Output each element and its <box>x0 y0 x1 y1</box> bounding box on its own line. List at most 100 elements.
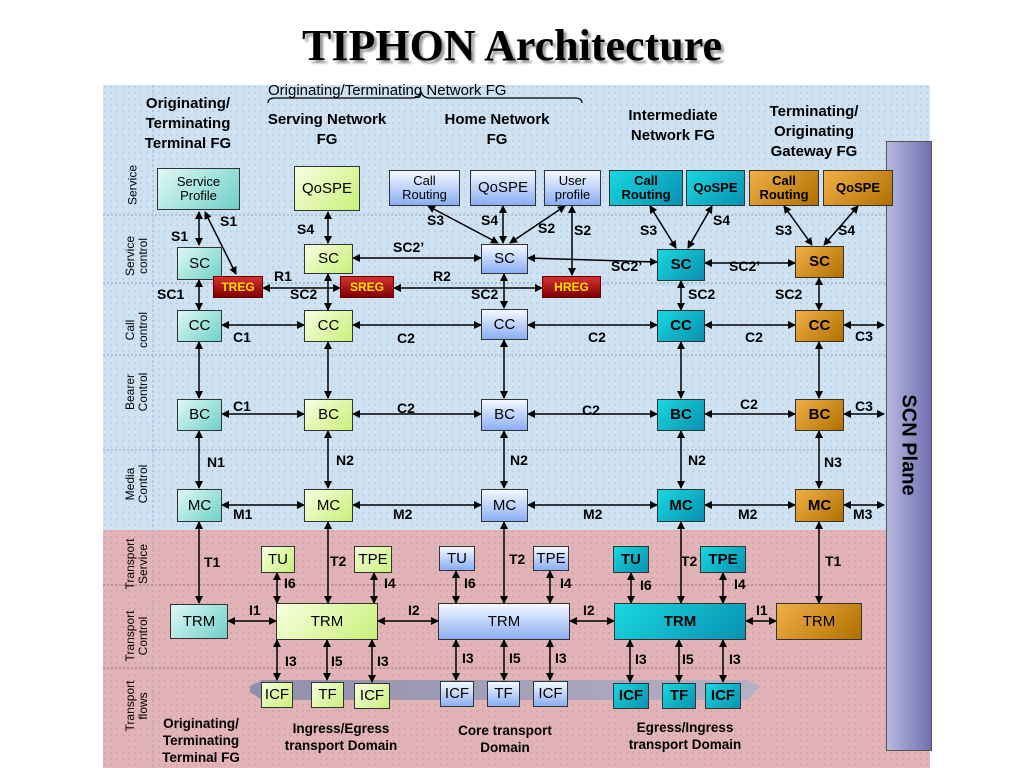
tpe-serving-box[interactable]: TPE <box>354 546 392 573</box>
side-label-transport-service: Transport Service <box>123 538 150 590</box>
icf-intermediate-ingress-box[interactable]: ICF <box>613 683 649 709</box>
ref-s2-home-b: S2 <box>574 222 592 238</box>
ref-i2-b: I2 <box>583 602 595 618</box>
cc-gateway-box[interactable]: CC <box>795 310 844 342</box>
qospe-home-box[interactable]: QoSPE <box>470 170 536 206</box>
cc-terminal-box[interactable]: CC <box>177 310 222 342</box>
ref-m3: M3 <box>853 506 873 522</box>
bc-home-box[interactable]: BC <box>481 399 528 431</box>
scn-plane <box>886 141 932 751</box>
ref-sc2-gateway: SC2 <box>775 286 803 302</box>
ref-n3: N3 <box>824 454 842 470</box>
ref-i1-a: I1 <box>249 602 261 618</box>
mc-terminal-box[interactable]: MC <box>177 489 222 522</box>
header-home: Home Network FG <box>444 111 550 148</box>
trm-serving-box[interactable]: TRM <box>276 603 378 640</box>
sreg-box[interactable]: SREG <box>340 276 394 298</box>
mc-serving-box[interactable]: MC <box>304 489 353 522</box>
sc-terminal-box[interactable]: SC <box>177 247 222 280</box>
ref-c1-cc: C1 <box>233 329 251 345</box>
bc-intermediate-box[interactable]: BC <box>657 399 705 431</box>
treg-box[interactable]: TREG <box>213 276 263 298</box>
qospe-serving-box[interactable]: QoSPE <box>294 166 360 211</box>
tpe-intermediate-box[interactable]: TPE <box>700 546 746 573</box>
side-label-call-control-wrap: Call control <box>123 300 151 360</box>
cc-serving-box[interactable]: CC <box>304 310 353 342</box>
hreg-box[interactable]: HREG <box>542 276 601 298</box>
ref-c2-cc-b: C2 <box>588 329 606 345</box>
qospe-intermediate-box[interactable]: QoSPE <box>686 170 745 206</box>
ref-i3-home-a: I3 <box>462 650 474 666</box>
trm-gateway-box[interactable]: TRM <box>776 603 862 640</box>
tpe-home-box[interactable]: TPE <box>533 546 569 571</box>
cc-home-box[interactable]: CC <box>481 309 528 340</box>
mc-home-box[interactable]: MC <box>481 489 528 522</box>
transport-plane <box>103 530 930 768</box>
ref-i3-serving-a: I3 <box>285 653 297 669</box>
mc-gateway-box[interactable]: MC <box>795 489 844 522</box>
trm-intermediate-box[interactable]: TRM <box>614 603 746 640</box>
tf-intermediate-box[interactable]: TF <box>662 683 696 709</box>
ref-t1-terminal: T1 <box>204 554 221 570</box>
icf-serving-ingress-box[interactable]: ICF <box>261 682 293 708</box>
ref-n2-serving: N2 <box>336 452 354 468</box>
sc-intermediate-box[interactable]: SC <box>657 249 705 281</box>
ref-c3-cc: C3 <box>855 328 873 344</box>
ref-i4-intermediate: I4 <box>734 576 746 592</box>
ref-s4-serving: S4 <box>297 221 315 237</box>
call-routing-home-box[interactable]: Call Routing <box>389 170 460 206</box>
ref-s1-a: S1 <box>220 213 238 229</box>
qospe-gateway-box[interactable]: QoSPE <box>823 170 893 206</box>
trm-terminal-box[interactable]: TRM <box>170 604 228 639</box>
ref-t1-gateway: T1 <box>825 553 842 569</box>
ref-sc2p-serving-home: SC2’ <box>393 239 425 255</box>
call-routing-intermediate-box[interactable]: Call Routing <box>609 170 683 206</box>
ref-r1: R1 <box>274 268 292 284</box>
icf-home-egress-box[interactable]: ICF <box>533 681 568 707</box>
ref-n1: N1 <box>207 454 225 470</box>
icf-serving-egress-box[interactable]: ICF <box>354 683 390 709</box>
trm-home-box[interactable]: TRM <box>438 603 570 640</box>
sc-serving-box[interactable]: SC <box>304 244 353 274</box>
side-label-service: Service <box>125 164 140 206</box>
ref-n2-home: N2 <box>510 452 528 468</box>
tu-intermediate-box[interactable]: TU <box>613 546 649 573</box>
ref-i6-intermediate: I6 <box>640 577 652 593</box>
side-label-media-control-wrap: Media Control <box>123 454 151 514</box>
ref-s4-gateway: S4 <box>838 222 856 238</box>
tu-serving-box[interactable]: TU <box>261 546 295 573</box>
tu-home-box[interactable]: TU <box>439 546 475 571</box>
side-label-bearer-control-wrap: Bearer Control <box>123 362 151 422</box>
ref-m2-a: M2 <box>393 506 413 522</box>
icf-home-ingress-box[interactable]: ICF <box>440 681 474 707</box>
tf-home-box[interactable]: TF <box>487 681 520 707</box>
ref-s3-gateway: S3 <box>775 222 793 238</box>
bc-gateway-box[interactable]: BC <box>795 399 844 431</box>
ref-sc1: SC1 <box>157 286 185 302</box>
ref-r2: R2 <box>433 268 451 284</box>
bc-serving-box[interactable]: BC <box>304 399 353 431</box>
mc-intermediate-box[interactable]: MC <box>657 489 705 522</box>
ref-i4-serving: I4 <box>384 575 396 591</box>
sc-home-box[interactable]: SC <box>481 244 528 274</box>
ref-i3-home-b: I3 <box>555 650 567 666</box>
bc-terminal-box[interactable]: BC <box>177 399 222 431</box>
icf-intermediate-egress-box[interactable]: ICF <box>705 683 741 709</box>
user-profile-box[interactable]: User profile <box>544 170 601 206</box>
slide-title: TIPHON Architecture <box>302 21 722 70</box>
side-label-service-control-wrap: Service control <box>123 226 151 286</box>
side-label-service-control: Service control <box>123 236 150 277</box>
ref-c2-bc-b: C2 <box>582 402 600 418</box>
header-term-gateway: Terminating/ Originating Gateway FG <box>769 103 859 160</box>
cc-intermediate-box[interactable]: CC <box>657 310 705 342</box>
call-routing-gateway-box[interactable]: Call Routing <box>749 170 819 206</box>
side-label-call-control: Call control <box>123 311 150 349</box>
fg-bracket-label: Originating/Terminating Network FG <box>268 82 507 99</box>
ref-sc2p-intermediate-gateway: SC2’ <box>729 258 761 274</box>
ref-c3-bc: C3 <box>855 398 873 414</box>
ref-i5-serving: I5 <box>331 653 343 669</box>
service-profile-box[interactable]: Service Profile <box>157 168 240 210</box>
tf-serving-box[interactable]: TF <box>311 682 344 708</box>
side-label-transport-control: Transport Control <box>123 610 150 662</box>
sc-gateway-box[interactable]: SC <box>795 246 844 278</box>
